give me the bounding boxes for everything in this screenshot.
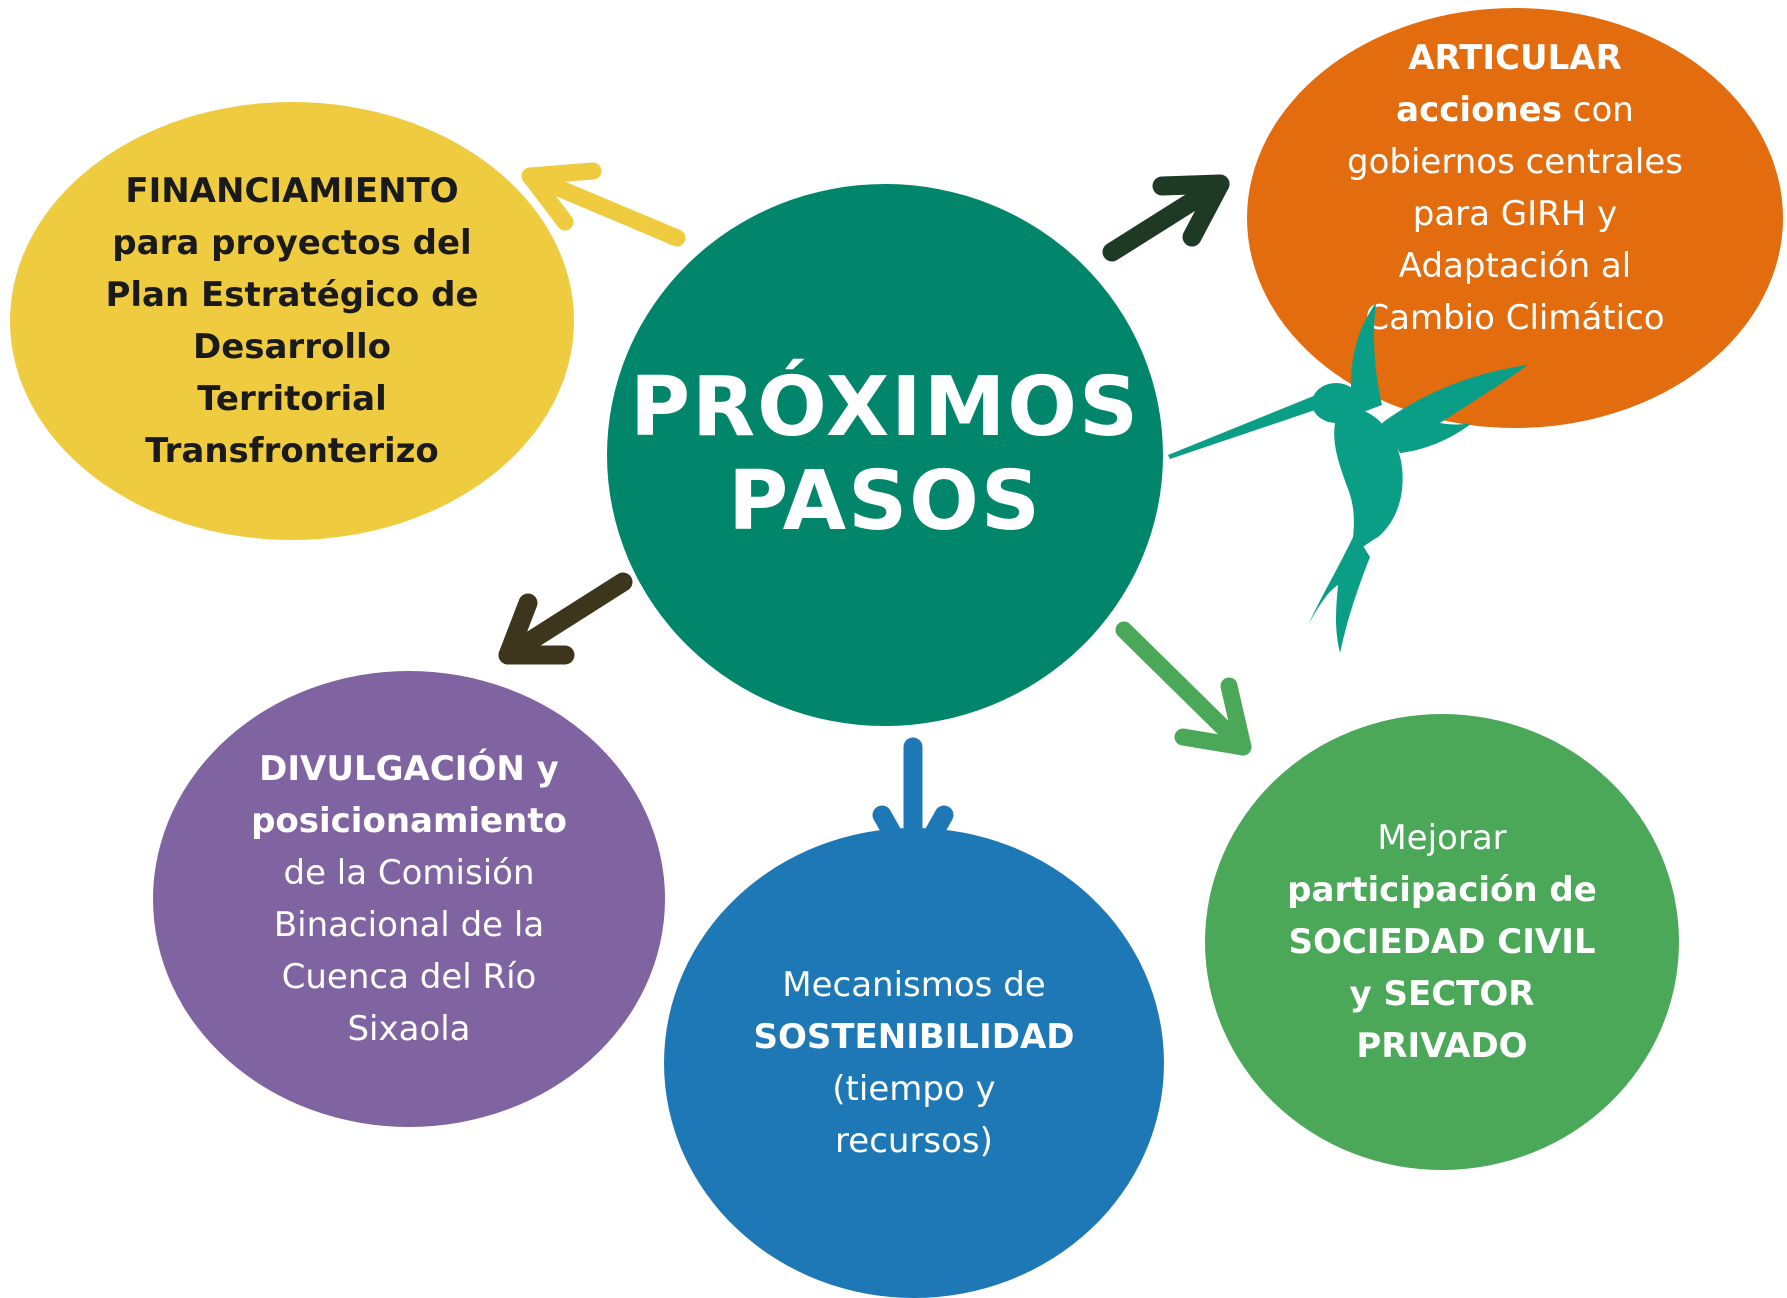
arrow-to-divulgacion [498, 572, 633, 665]
node-financiamiento: FINANCIAMIENTO para proyectos del Plan E… [10, 102, 574, 540]
articular-line: Cambio Climático [1365, 298, 1665, 338]
node-articular: ARTICULAR acciones con gobiernos central… [1247, 8, 1783, 428]
mejorar-line: y SECTOR [1349, 974, 1535, 1014]
financiamiento-line: Plan Estratégico de [105, 275, 479, 315]
center-title-line1: PRÓXIMOS [629, 360, 1141, 455]
financiamiento-line: para proyectos del [112, 223, 472, 263]
arrow-to-mejorar [1115, 621, 1252, 756]
sostenibilidad-line: SOSTENIBILIDAD [753, 1017, 1075, 1057]
sostenibilidad-line: (tiempo y [832, 1069, 996, 1109]
articular-word: con [1561, 90, 1634, 130]
center-title-line2: PASOS [728, 454, 1042, 549]
node-sostenibilidad: Mecanismos de SOSTENIBILIDAD (tiempo y r… [664, 828, 1164, 1298]
articular-line: Adaptación al [1398, 246, 1632, 286]
articular-line: gobiernos centrales [1347, 142, 1683, 182]
financiamiento-line: Desarrollo [192, 327, 391, 367]
articular-line: para GIRH y [1412, 194, 1618, 234]
arrow-to-articular [1102, 174, 1230, 262]
divulgacion-line: Binacional de la [273, 905, 545, 945]
divulgacion-line: de la Comisión [283, 853, 535, 893]
sostenibilidad-line: recursos) [835, 1121, 993, 1161]
financiamiento-line: Territorial [197, 379, 387, 419]
divulgacion-line: Sixaola [347, 1009, 471, 1049]
financiamiento-line: Transfronterizo [145, 431, 439, 471]
node-divulgacion: DIVULGACIÓN y posicionamiento de la Comi… [153, 671, 665, 1127]
mejorar-line: SOCIEDAD CIVIL [1288, 922, 1596, 962]
divulgacion-line: posicionamiento [251, 801, 567, 841]
sostenibilidad-line: Mecanismos de [782, 965, 1046, 1005]
arrow-to-financiamiento [521, 162, 686, 247]
mejorar-line: participación de [1287, 870, 1597, 910]
mejorar-line: Mejorar [1377, 818, 1507, 858]
divulgacion-line: DIVULGACIÓN y [259, 749, 559, 789]
center-node-proximos-pasos: PRÓXIMOS PASOS [607, 184, 1163, 726]
articular-bold-word: acciones [1396, 90, 1562, 130]
articular-line: ARTICULAR [1408, 38, 1622, 78]
mejorar-line: PRIVADO [1356, 1026, 1528, 1066]
financiamiento-line: FINANCIAMIENTO [125, 171, 459, 211]
hummingbird-icon [1168, 303, 1528, 653]
divulgacion-line: Cuenca del Río [281, 957, 537, 997]
node-mejorar: Mejorar participación de SOCIEDAD CIVIL … [1205, 714, 1679, 1170]
articular-line: acciones con [1347, 84, 1683, 136]
